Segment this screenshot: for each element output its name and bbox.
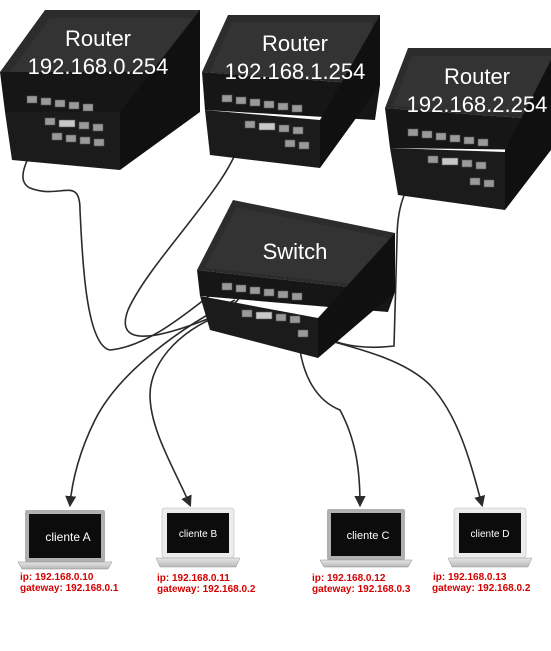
client-c-ip: ip: 192.168.0.12 [312,573,386,584]
router-2: Router 192.168.1.254 [202,15,380,168]
client-b: cliente B ip: 192.168.0.11 gateway: 192.… [155,507,256,595]
router-1-ip: 192.168.0.254 [28,54,169,79]
router-1-ports [26,95,105,147]
router-1: Router 192.168.0.254 [0,10,200,170]
cable-switch-clientA [65,299,236,508]
router-2-ports [221,94,310,150]
switch-label: Switch [263,239,328,264]
client-b-gateway: gateway: 192.168.0.2 [157,584,256,595]
client-c: cliente C ip: 192.168.0.12 gateway: 192.… [312,509,413,595]
client-a: cliente A ip: 192.168.0.10 gateway: 192.… [17,510,119,594]
router-3-ports [407,128,495,188]
client-b-name: cliente B [179,529,218,540]
client-c-gateway: gateway: 192.168.0.3 [312,584,411,595]
router-1-title: Router [65,26,131,51]
router-2-title: Router [262,31,328,56]
client-c-name: cliente C [347,530,390,542]
client-d-ip: ip: 192.168.0.13 [433,572,507,583]
cable-router1-switch [22,129,231,351]
client-d-name: cliente D [471,529,510,540]
router-3-ip: 192.168.2.254 [407,92,548,117]
router-3: Router 192.168.2.254 [385,48,551,210]
router-3-title: Router [444,64,510,89]
cable-switch-clientC [297,329,366,508]
switch-ports [221,282,309,338]
client-d-gateway: gateway: 192.168.0.2 [432,583,531,594]
client-d: cliente D ip: 192.168.0.13 gateway: 192.… [432,507,533,594]
client-a-gateway: gateway: 192.168.0.1 [20,583,119,594]
cable-switch-clientD [309,334,486,508]
router-2-ip: 192.168.1.254 [225,59,366,84]
client-a-name: cliente A [45,530,90,544]
cable-switch-clientB [149,311,231,508]
switch: Switch [197,200,395,358]
client-b-ip: ip: 192.168.0.11 [157,573,230,584]
client-a-ip: ip: 192.168.0.10 [20,572,94,583]
